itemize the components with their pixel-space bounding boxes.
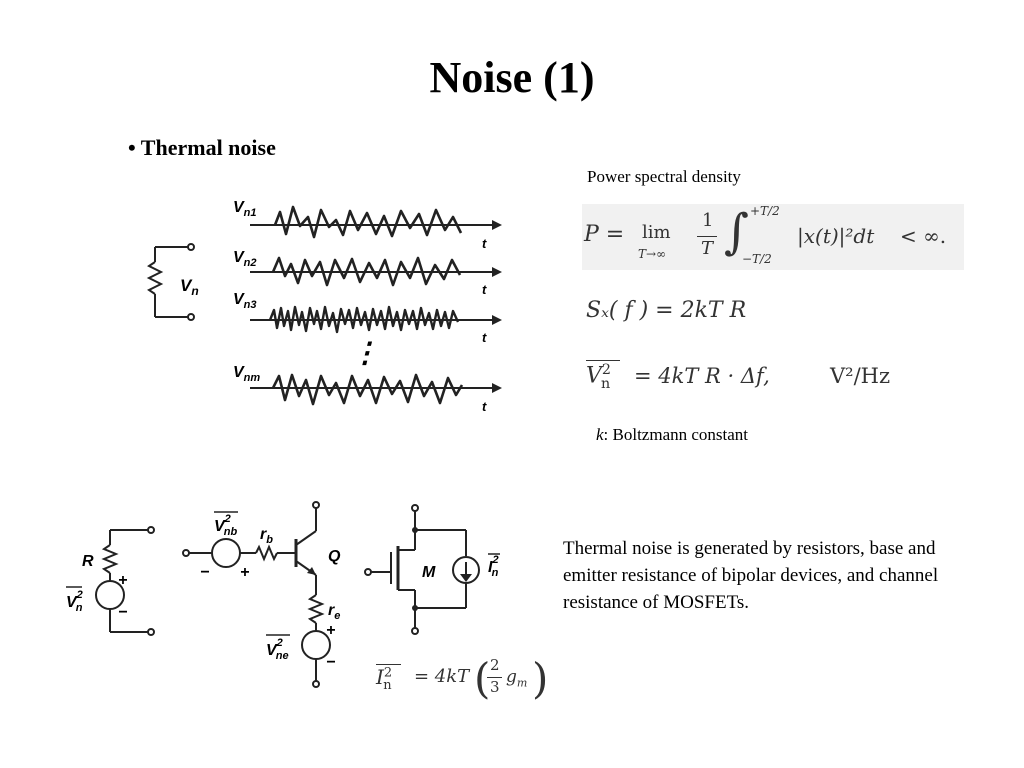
svg-text:−: − xyxy=(326,654,335,671)
svg-text:rb: rb xyxy=(260,526,273,546)
trace-1: Vn1 t xyxy=(233,199,502,251)
svg-text:M: M xyxy=(422,564,436,581)
thermal-noise-description: Thermal noise is generated by resistors,… xyxy=(563,538,939,613)
int-lower: −T/2 xyxy=(742,252,772,266)
svg-text:Vnm: Vnm xyxy=(233,364,260,384)
svg-text:t: t xyxy=(482,330,487,345)
trace-3: Vn3 t xyxy=(233,291,502,345)
trace-m: Vnm t xyxy=(233,364,502,414)
svg-text:+: + xyxy=(240,564,249,581)
mos-noise-equation: I2n = 4kT ( 2 3 gm ) xyxy=(376,654,549,703)
noise-waveform-figure: Vn Vn1 t Vn2 t Vn3 t ⋮ Vnm t xyxy=(146,199,502,414)
continuation-dots: ⋮ xyxy=(351,337,379,368)
resistor-source xyxy=(146,243,195,321)
svg-text:Vn1: Vn1 xyxy=(233,199,257,219)
psd-label: Power spectral density xyxy=(587,167,741,186)
svg-text:Vn3: Vn3 xyxy=(233,291,257,311)
lim-sub: T→∞ xyxy=(638,247,667,261)
frac-num: 1 xyxy=(702,210,714,231)
vn-label: Vn xyxy=(180,276,199,298)
svg-text:t: t xyxy=(482,399,487,414)
svg-text:−: − xyxy=(118,604,127,621)
svg-text:Q: Q xyxy=(328,548,341,565)
power-equation: P = lim T→∞ 1 T ∫ +T/2 −T/2 |x(t)|²dt < … xyxy=(582,204,964,270)
vn-equation: V2n = 4kT R · Δf, V²/Hz xyxy=(586,360,891,392)
trace-2: Vn2 t xyxy=(233,249,502,297)
psd-equation: Sₓ( f ) = 2kT R xyxy=(586,298,747,323)
svg-text:t: t xyxy=(482,282,487,297)
svg-text:I2n: I2n xyxy=(488,554,499,579)
svg-text:Vn2: Vn2 xyxy=(233,249,257,269)
power-rhs: < ∞. xyxy=(900,224,947,248)
lim: lim xyxy=(642,222,671,243)
int-upper: +T/2 xyxy=(750,204,780,218)
svg-text:−: − xyxy=(200,564,209,581)
svg-text:t: t xyxy=(482,236,487,251)
integral-sign: ∫ xyxy=(724,204,750,260)
svg-text:R: R xyxy=(82,553,94,570)
svg-text:V2n: V2n xyxy=(66,589,83,614)
svg-text:+: + xyxy=(118,572,127,589)
bullet-thermal-noise: • Thermal noise xyxy=(128,135,276,160)
frac-den: T xyxy=(701,238,714,259)
integrand: |x(t)|²dt xyxy=(797,224,875,248)
vn-unit: V²/Hz xyxy=(830,364,891,388)
page-title: Noise (1) xyxy=(429,53,595,102)
svg-text:re: re xyxy=(328,602,340,622)
svg-text:+: + xyxy=(326,622,335,639)
boltzmann-note: k: Boltzmann constant xyxy=(596,425,749,444)
power-lhs: P = xyxy=(584,222,625,247)
